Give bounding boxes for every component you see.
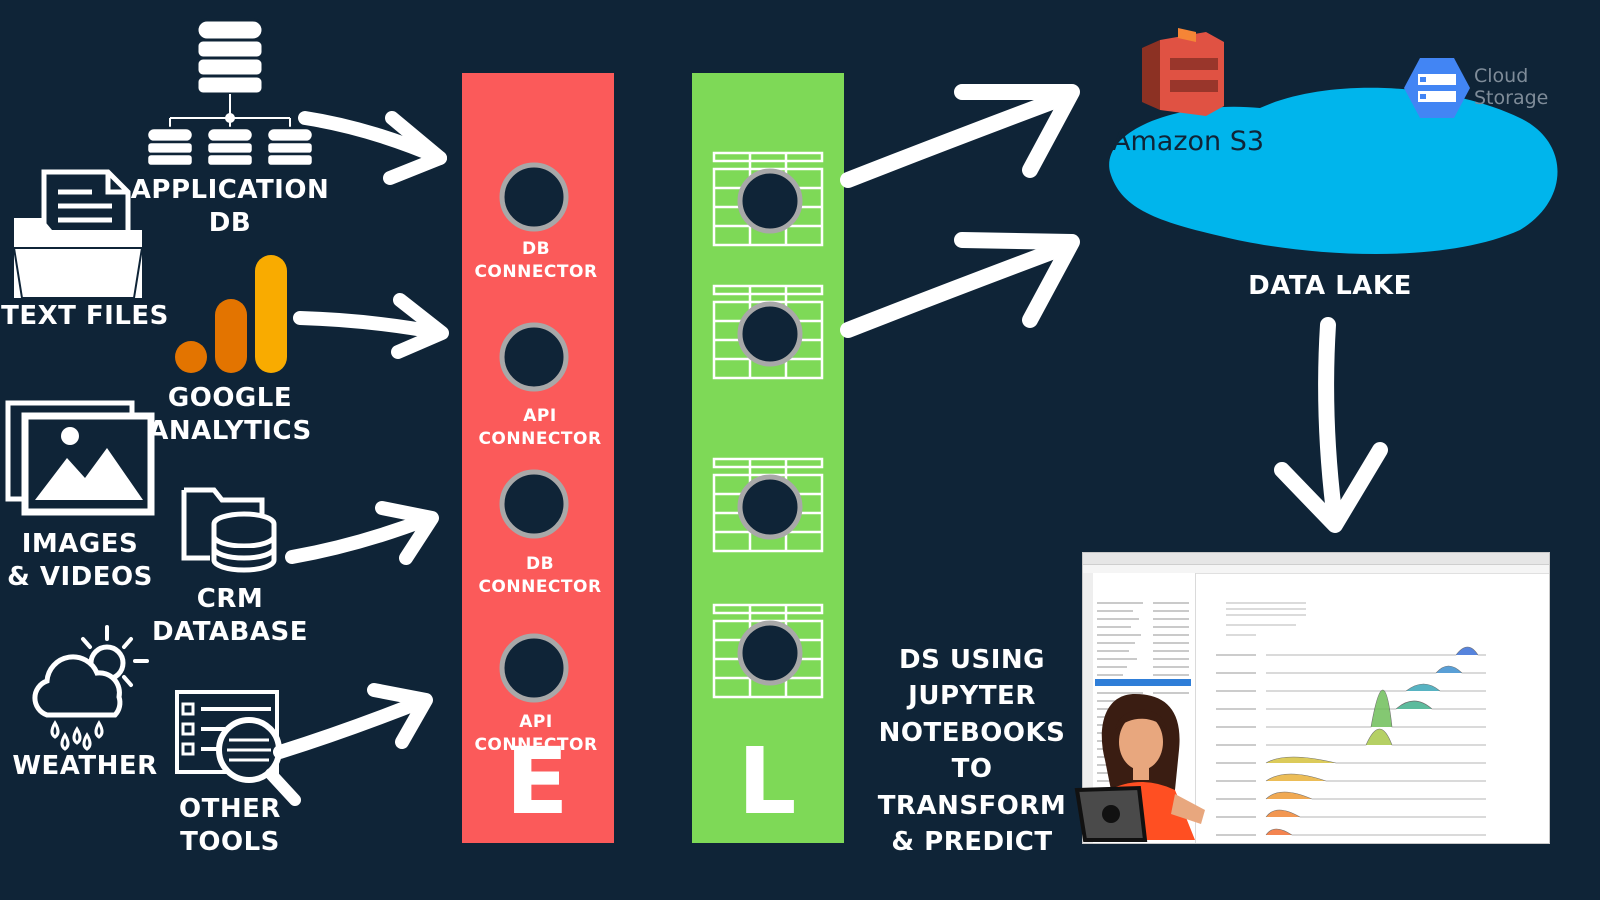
text-files-label: TEXT FILES <box>1 301 169 331</box>
notebook-panel <box>1196 573 1549 843</box>
images-videos-label: IMAGES & VIDEOS <box>7 529 153 592</box>
arrow-crm <box>285 511 437 564</box>
other-tools-label: OTHER TOOLS <box>179 794 281 857</box>
api-connector-2-label: API CONNECTOR <box>474 712 598 755</box>
load-tables <box>712 151 824 699</box>
arrow-google-analytics <box>293 311 447 340</box>
data-lake-shape <box>1109 87 1558 255</box>
load-table-3 <box>712 457 824 553</box>
api-connector-2-icon <box>499 633 569 703</box>
ds-caption: DS USING JUPYTER NOTEBOOKS TO TRANSFORM … <box>877 645 1067 857</box>
arrow-load-to-lake-1 <box>840 87 1078 188</box>
load-table-2 <box>712 284 824 380</box>
other-tools-icon <box>175 690 301 806</box>
data-lake-label: DATA LAKE <box>1248 271 1412 301</box>
api-connector-1-icon <box>499 322 569 392</box>
weather-icon <box>32 625 149 751</box>
extract-letter: E <box>505 728 569 835</box>
text-files-icon <box>12 169 144 299</box>
amazon-s3-icon <box>1142 28 1224 116</box>
browser-titlebar <box>1083 553 1549 565</box>
api-connector-1-label: API CONNECTOR <box>478 406 602 449</box>
jupyter-notebook-window <box>1082 552 1550 844</box>
google-analytics-label: GOOGLE ANALYTICS <box>148 383 312 446</box>
images-videos-icon <box>5 400 155 516</box>
db-connector-1-label: DB CONNECTOR <box>474 239 598 282</box>
cloud-storage-icon <box>1404 58 1470 118</box>
google-analytics-icon <box>175 255 287 373</box>
amazon-s3-label: Amazon S3 <box>1112 126 1265 157</box>
db-connector-1-icon <box>499 162 569 232</box>
cloud-storage-label: Cloud Storage <box>1474 65 1549 109</box>
load-table-4 <box>712 603 824 699</box>
application-db-icon <box>145 18 315 168</box>
db-connector-2-label: DB CONNECTOR <box>478 554 602 597</box>
data-scientist-illustration <box>1074 694 1205 842</box>
db-connector-2-icon <box>499 469 569 539</box>
application-db-label: APPLICATION DB <box>130 175 330 238</box>
crm-database-label: CRM DATABASE <box>152 584 308 647</box>
extract-connectors <box>499 162 569 703</box>
arrow-load-to-lake-2 <box>840 237 1078 338</box>
ridgeline-plot <box>1265 646 1486 836</box>
weather-label: WEATHER <box>12 751 158 781</box>
crm-database-icon <box>181 487 277 573</box>
arrow-other-tools <box>273 693 432 759</box>
load-letter: L <box>737 728 797 835</box>
arrow-lake-to-notebook <box>1318 317 1343 528</box>
jupyter-menubar <box>1083 565 1549 574</box>
